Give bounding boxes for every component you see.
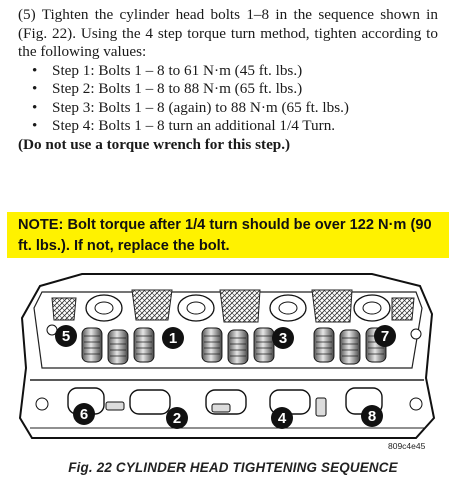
procedure-text: (5) Tighten the cylinder head bolts 1–8 …: [18, 6, 438, 154]
bolt-6-number: 6: [80, 406, 88, 423]
callout-bolt-7: 7: [374, 325, 396, 347]
torque-step: Step 1: Bolts 1 – 8 to 61 N·m (45 ft. lb…: [18, 62, 438, 81]
bolt-3-number: 3: [279, 330, 287, 347]
torque-steps-list: Step 1: Bolts 1 – 8 to 61 N·m (45 ft. lb…: [18, 62, 438, 136]
bolt-1-number: 1: [169, 330, 177, 347]
bolt-4-number: 4: [278, 410, 287, 427]
torque-step: Step 3: Bolts 1 – 8 (again) to 88 N·m (6…: [18, 99, 438, 118]
note-box: NOTE: Bolt torque after 1/4 turn should …: [7, 212, 449, 258]
procedure-intro: (5) Tighten the cylinder head bolts 1–8 …: [18, 6, 438, 60]
torque-step: Step 2: Bolts 1 – 8 to 88 N·m (65 ft. lb…: [18, 80, 438, 99]
bolt-7-number: 7: [381, 328, 389, 345]
callout-bolt-8: 8: [361, 405, 383, 427]
callout-bolt-3: 3: [272, 327, 294, 349]
torque-step: Step 4: Bolts 1 – 8 turn an additional 1…: [18, 117, 438, 136]
callout-bolt-2: 2: [166, 407, 188, 429]
callout-bolt-5: 5: [55, 325, 77, 347]
figure-code: 809c4e45: [388, 441, 426, 451]
cylinder-head-drawing: 5 1 3 7 6 2 4 8 809c4e45: [18, 273, 436, 451]
cylinder-head-figure: 5 1 3 7 6 2 4 8 809c4e45: [12, 268, 452, 456]
torque-wrench-warning: (Do not use a torque wrench for this ste…: [18, 135, 291, 153]
callout-bolt-6: 6: [73, 403, 95, 425]
bolt-8-number: 8: [368, 408, 376, 425]
callout-bolt-1: 1: [162, 327, 184, 349]
callout-bolt-4: 4: [271, 407, 293, 429]
bolt-5-number: 5: [62, 328, 70, 345]
figure-caption: Fig. 22 CYLINDER HEAD TIGHTENING SEQUENC…: [68, 460, 398, 475]
bolt-2-number: 2: [173, 410, 181, 427]
